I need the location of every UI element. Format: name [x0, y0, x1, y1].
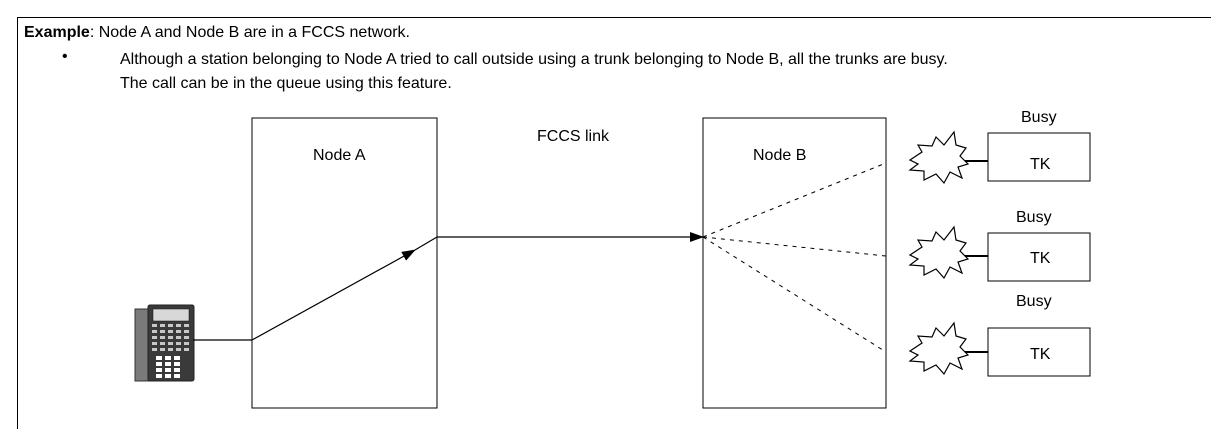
node-a-label: Node A [313, 147, 366, 164]
example-text: : Node A and Node B are in a FCCS networ… [89, 24, 410, 41]
trunk-box-2 [987, 232, 1091, 282]
trunk-path-3 [702, 236, 887, 353]
trunk-group-1: Busy TK [908, 109, 1091, 185]
bullet-text-line-2: The call can be in the queue using this … [120, 75, 452, 92]
node-b-box [702, 117, 887, 409]
busy-burst-icon [908, 321, 970, 376]
bullet-text-line-1: Although a station belonging to Node A t… [120, 51, 948, 68]
busy-burst-icon [908, 130, 970, 185]
trunk-path-1 [702, 162, 887, 238]
trunk-path-2 [702, 236, 887, 257]
trunk-label-1: TK [1030, 156, 1051, 173]
diagram-frame [17, 17, 1211, 429]
telephone-icon [134, 304, 195, 382]
fccs-link-label: FCCS link [537, 128, 610, 145]
example-label: Example [24, 24, 90, 41]
bullet-marker: • [62, 48, 68, 65]
trunk-label-3: TK [1030, 346, 1051, 363]
node-a-internal-arrow [251, 249, 416, 341]
trunk-box-3 [987, 327, 1091, 377]
trunk-label-2: TK [1030, 250, 1051, 267]
busy-burst-icon [908, 225, 970, 280]
node-a-internal-line [414, 236, 438, 251]
node-a-box [251, 117, 438, 409]
trunk-box-1 [987, 132, 1091, 182]
example-heading: Example: Node A and Node B are in a FCCS… [24, 24, 410, 42]
busy-label-2: Busy [1016, 209, 1052, 226]
busy-label-3: Busy [1016, 293, 1052, 310]
node-b-label: Node B [753, 147, 806, 164]
busy-label-1: Busy [1021, 109, 1057, 126]
trunk-group-2: Busy TK [908, 209, 1091, 282]
trunk-group-3: Busy TK [908, 293, 1091, 377]
